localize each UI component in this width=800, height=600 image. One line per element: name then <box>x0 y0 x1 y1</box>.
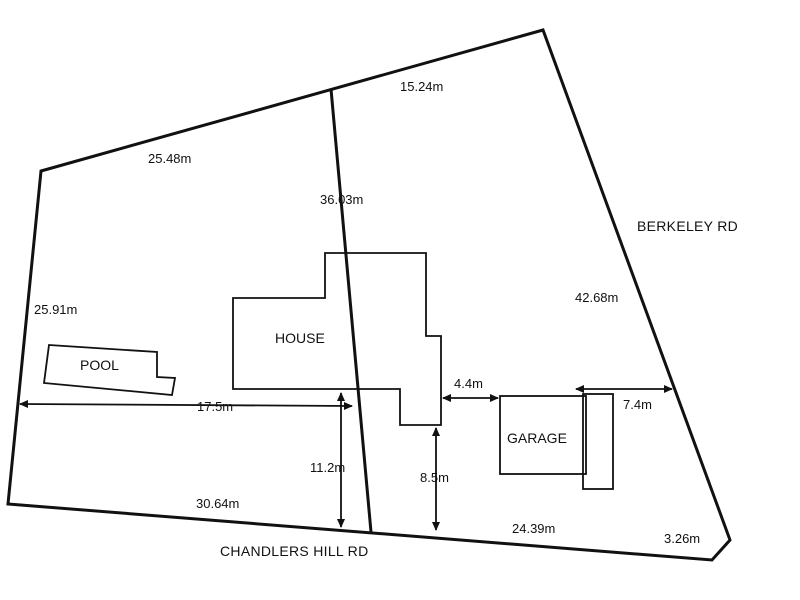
house-outline <box>232 252 442 426</box>
label-house-to-road: 11.2m <box>310 460 345 475</box>
label-corner-cut: 3.26m <box>664 531 700 546</box>
label-boundary-top-left: 25.48m <box>148 151 191 166</box>
label-house-to-garage: 4.4m <box>454 376 483 391</box>
road-label-berkeley: BERKELEY RD <box>637 218 738 234</box>
garage-label: GARAGE <box>507 430 567 446</box>
dim-arrow-pool-to-divider <box>19 400 353 410</box>
label-pool-to-divider: 17.5m <box>197 399 233 414</box>
pool-outline <box>42 344 177 396</box>
label-divider: 36.03m <box>320 192 363 207</box>
label-house-rear: 8.5m <box>420 470 449 485</box>
pool-label: POOL <box>80 357 119 373</box>
label-garage-to-boundary: 7.4m <box>623 397 652 412</box>
label-berkeley-side: 42.68m <box>575 290 618 305</box>
garage-outline <box>499 395 587 475</box>
label-left-side: 25.91m <box>34 302 77 317</box>
house-label: HOUSE <box>275 330 325 346</box>
label-boundary-top-right: 15.24m <box>400 79 443 94</box>
label-bottom-right: 24.39m <box>512 521 555 536</box>
garage-annex-outline <box>582 393 614 490</box>
road-label-chandlers-hill: CHANDLERS HILL RD <box>220 543 369 559</box>
lot-boundary <box>6 28 732 562</box>
label-bottom-left: 30.64m <box>196 496 239 511</box>
lot-divider-line <box>329 88 373 533</box>
